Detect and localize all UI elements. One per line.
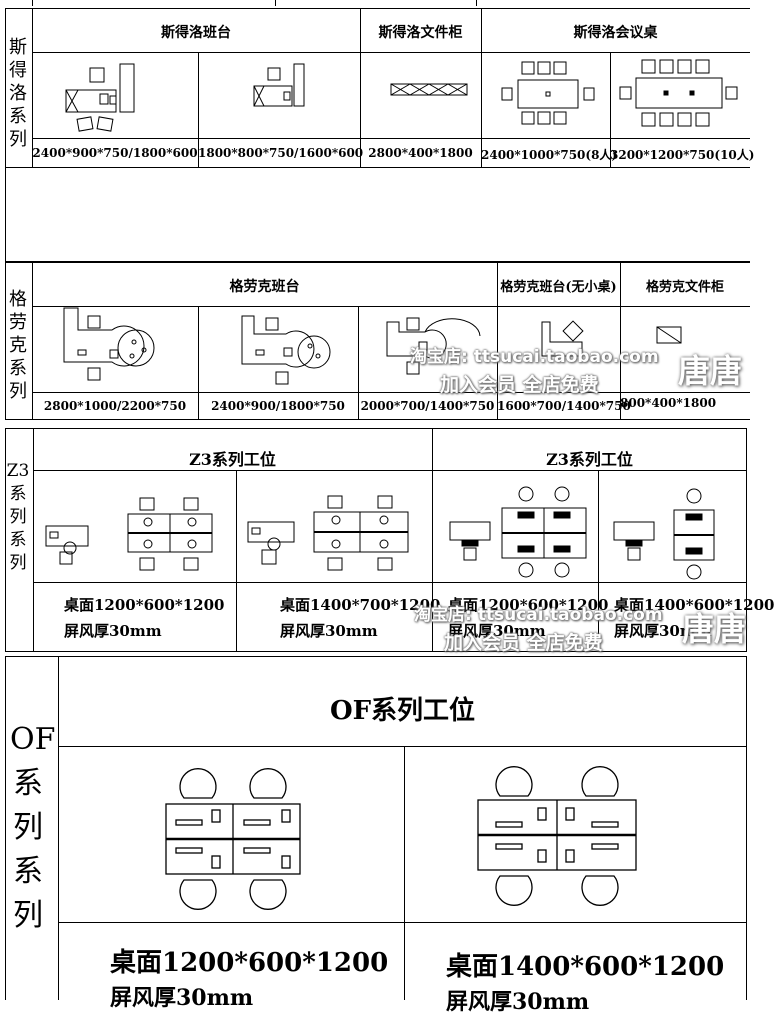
dim-sideluo-3: 2800*400*1800 [368,146,473,160]
dim-gelaoke-3: 2000*700/1400*750 [360,399,495,413]
section-of-frame [5,656,747,1000]
header-gelaoke-cabinet: 格劳克文件柜 [645,280,724,295]
z3-spec-3-screen: 屏风厚30mm [448,622,546,640]
z3-spec-1-screen: 屏风厚30mm [64,622,162,640]
drawing-gelaoke-desk-4 [541,320,584,357]
dim-sideluo-5: 3200*1200*750(10人) [610,148,755,162]
dim-sideluo-1: 2400*900*750/1800*600 [32,146,198,160]
watermark-member-1: 加入会员 全店免费 [440,374,599,396]
drawing-gelaoke-desk-3 [386,317,481,375]
series-label-sideluo: 斯得洛系列 [9,37,27,150]
dim-gelaoke-2: 2400*900/1800*750 [211,399,345,413]
drawing-of-cluster-2 [477,766,637,906]
z3-spec-2-desk: 桌面1400*700*1200 [280,596,441,614]
drawing-z3-cluster-2 [313,495,409,571]
drawing-gelaoke-cabinet [656,326,682,344]
drawing-of-cluster-1 [165,768,301,910]
of-spec-1-screen: 屏风厚30mm [110,985,254,1011]
top-remnant-lines [32,0,477,6]
dim-sideluo-4: 2400*1000*750(8人) [481,148,618,162]
drawing-z3-cluster-3 [501,486,587,578]
z3-spec-3-desk: 桌面1200*600*1200 [448,596,609,614]
dim-gelaoke-4: 1600*700/1400*750 [497,399,631,413]
watermark-member-2: 加入会员 全店免费 [444,632,603,654]
drawing-sideluo-cabinet [390,83,468,96]
drawing-z3-cluster-1 [127,497,213,571]
z3-spec-2-screen: 屏风厚30mm [280,622,378,640]
z3-spec-4-desk: 桌面1400*600*1200 [614,596,775,614]
drawing-sideluo-desk-2 [253,63,305,107]
header-sideluo-desk: 斯得洛班台 [161,25,231,41]
drawing-z3-cluster-4 [673,488,715,580]
header-sideluo-meeting: 斯得洛会议桌 [573,25,658,41]
section-z3-frame [5,428,747,652]
drawing-z3-single-1 [45,525,89,565]
of-spec-2-desk: 桌面1400*600*1200 [446,952,725,982]
section-sideluo-frame [5,8,750,168]
header-sideluo-cabinet: 斯得洛文件柜 [378,25,463,41]
drawing-z3-single-4 [613,521,655,561]
header-gelaoke-desk-nosmall: 格劳克班台(无小桌) [500,280,617,295]
z3-spec-1-desk: 桌面1200*600*1200 [64,596,225,614]
drawing-sideluo-meeting-10 [619,59,738,127]
watermark-shop-url-2: 淘宝店: ttsucai.taobao.com [414,605,663,625]
drawing-z3-single-2 [247,521,295,565]
series-label-gelaoke: 格劳克系列 [9,289,27,402]
dim-gelaoke-5: 800*400*1800 [620,396,717,410]
drawing-sideluo-desk-1 [65,63,135,132]
watermark-brand-2: 唐唐 [682,610,747,648]
series-label-of: OF系列系列 [10,722,56,933]
dim-sideluo-2: 1800*800*750/1600*600 [198,146,364,160]
blank-row [5,168,750,262]
drawing-gelaoke-desk-1 [63,307,155,381]
section-gelaoke-frame [5,262,750,420]
header-of: OF系列工位 [329,696,476,726]
header-z3-left: Z3系列工位 [189,450,276,469]
series-label-z3: Z3系列系列 [6,461,30,573]
header-z3-right: Z3系列工位 [546,450,633,469]
top-remnant-divider [275,0,276,6]
z3-spec-4-screen: 屏风厚30mm [614,622,712,640]
watermark-brand-1: 唐唐 [678,352,743,390]
watermark-shop-url-1: 淘宝店: ttsucai.taobao.com [410,347,659,367]
drawing-z3-single-3 [449,521,491,561]
dim-gelaoke-1: 2800*1000/2200*750 [43,399,187,413]
of-spec-1-desk: 桌面1200*600*1200 [110,948,389,978]
drawing-gelaoke-desk-2 [241,315,331,385]
header-gelaoke-desk: 格劳克班台 [229,279,300,295]
drawing-sideluo-meeting-8 [501,61,595,125]
of-spec-2-screen: 屏风厚30mm [446,989,590,1015]
